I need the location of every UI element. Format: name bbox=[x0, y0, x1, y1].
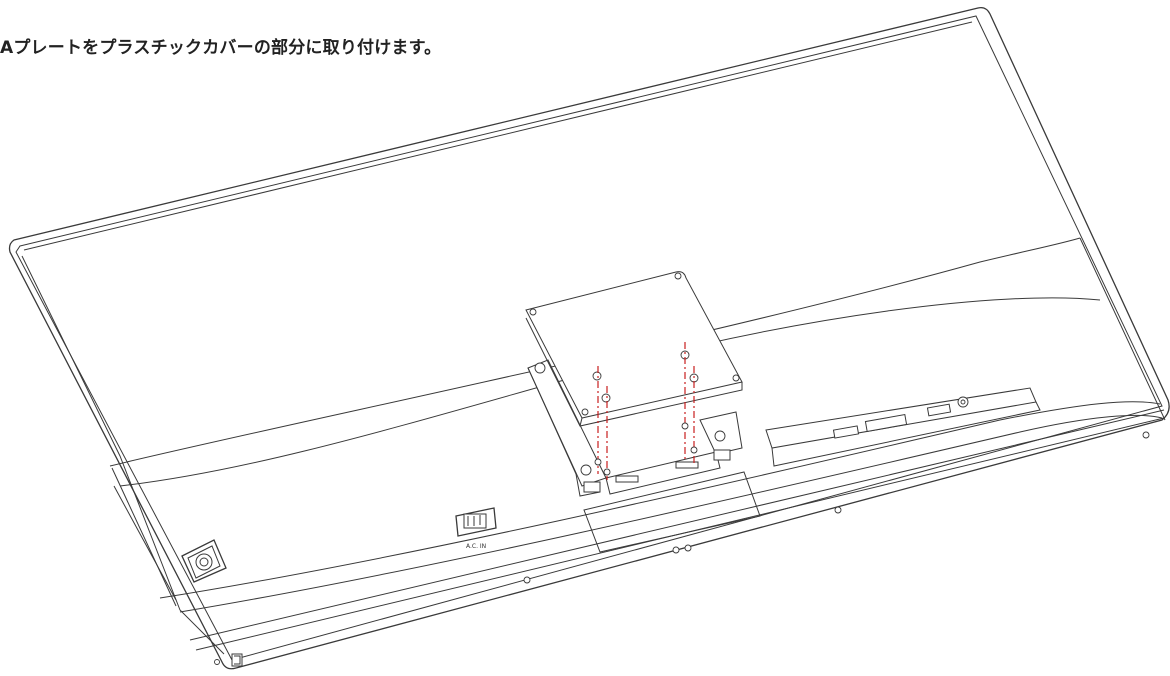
io-port-panel bbox=[765, 387, 1041, 467]
instruction-text: Aプレートをプラスチックカバーの部分に取り付けます。 bbox=[0, 38, 442, 58]
ac-in-label: A.C. IN bbox=[466, 543, 486, 550]
vesa-plate-a bbox=[525, 271, 743, 427]
bracket-screw-holes bbox=[594, 422, 698, 476]
monitor-back-panel bbox=[8, 6, 1170, 670]
alignment-guides bbox=[597, 342, 695, 480]
power-button-icon bbox=[181, 539, 227, 583]
stand-recess bbox=[583, 471, 761, 553]
ac-in-socket: A.C. IN bbox=[455, 507, 497, 550]
side-jack bbox=[231, 653, 243, 667]
mounting-bracket bbox=[527, 359, 743, 497]
